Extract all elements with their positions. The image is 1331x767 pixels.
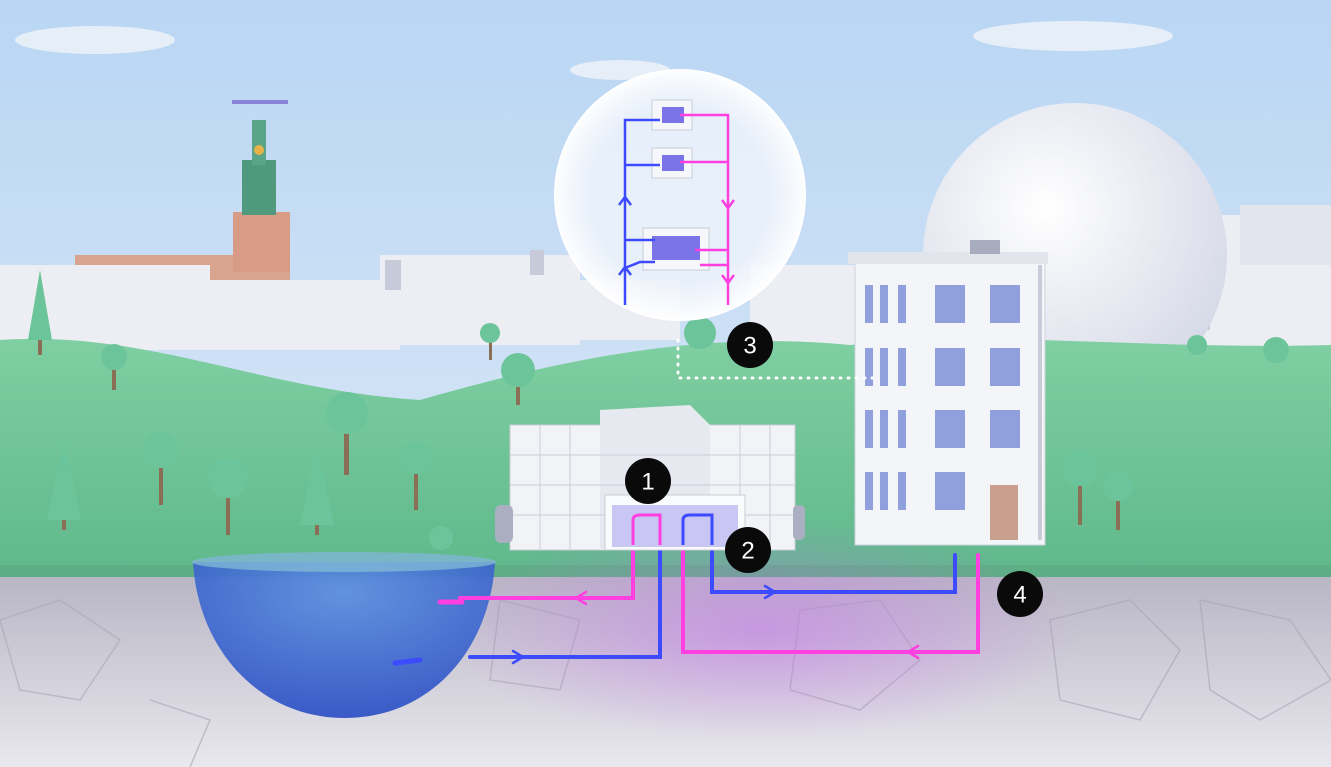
cold-pipes (468, 538, 957, 665)
apartment-building (848, 240, 1048, 546)
heat-glow (440, 520, 1080, 740)
heat-exchanger-zoom-bubble (554, 69, 806, 321)
lake-reservoir (192, 552, 496, 718)
marker-3-label: 3 (743, 333, 756, 360)
marker-2-label: 2 (741, 538, 754, 565)
lake-intake-cold (392, 657, 423, 666)
marker-1-label: 1 (641, 469, 654, 496)
marker-4-label: 4 (1013, 582, 1026, 609)
marker-4[interactable]: 4 (997, 571, 1043, 617)
clouds (15, 21, 1173, 80)
trees (28, 270, 1289, 550)
warm-pipes (458, 538, 980, 660)
marker-2[interactable]: 2 (725, 527, 771, 573)
marker-1[interactable]: 1 (625, 458, 671, 504)
marker-3[interactable]: 3 (727, 322, 773, 368)
